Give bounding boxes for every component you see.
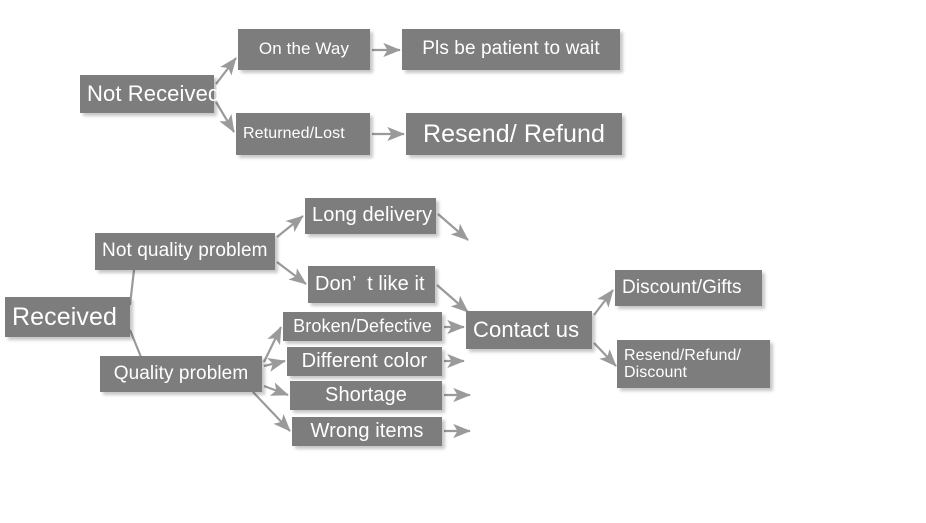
connector-quality-to-shortage [263, 382, 289, 397]
connector-not-quality-to-long-delivery [276, 215, 304, 238]
node-resend-refund[interactable]: Resend/ Refund [406, 113, 622, 155]
node-pls-be-patient[interactable]: Pls be patient to wait [402, 29, 620, 70]
connector-quality-to-wrong-items [252, 391, 291, 432]
node-long-delivery[interactable]: Long delivery [305, 198, 436, 234]
connector-not-received-to-returned-lost [215, 101, 235, 133]
node-received[interactable]: Received [5, 297, 130, 337]
node-quality-problem[interactable]: Quality problem [100, 356, 262, 392]
node-contact-us[interactable]: Contact us [466, 311, 592, 349]
node-discount-gifts[interactable]: Discount/Gifts [615, 270, 762, 306]
connector-dont-like-it-to-contact-us [436, 284, 469, 313]
connector-contact-us-to-resend-refund-discount [593, 342, 617, 367]
connector-received-to-quality [128, 329, 143, 358]
node-resend-refund-discount[interactable]: Resend/Refund/ Discount [617, 340, 770, 388]
node-dont-like-it[interactable]: Don’ t like it [308, 266, 435, 303]
connector-long-delivery-to-contact-us [437, 213, 469, 241]
connector-quality-to-broken-defective [263, 326, 282, 363]
node-wrong-items[interactable]: Wrong items [292, 417, 442, 446]
node-on-the-way[interactable]: On the Way [238, 29, 370, 70]
node-not-quality-problem[interactable]: Not quality problem [95, 233, 275, 270]
connector-received-to-not-quality [128, 269, 136, 306]
node-broken-defective[interactable]: Broken/Defective [283, 312, 442, 341]
node-returned-lost[interactable]: Returned/Lost [236, 113, 370, 155]
connector-not-quality-to-dont-like-it [276, 261, 307, 285]
connector-not-received-to-on-the-way [215, 57, 237, 85]
node-different-color[interactable]: Different color [287, 347, 442, 376]
node-shortage[interactable]: Shortage [290, 381, 442, 410]
connector-contact-us-to-discount-gifts [593, 289, 614, 316]
node-not-received[interactable]: Not Received [80, 75, 220, 113]
connector-quality-to-different-color [263, 358, 286, 372]
